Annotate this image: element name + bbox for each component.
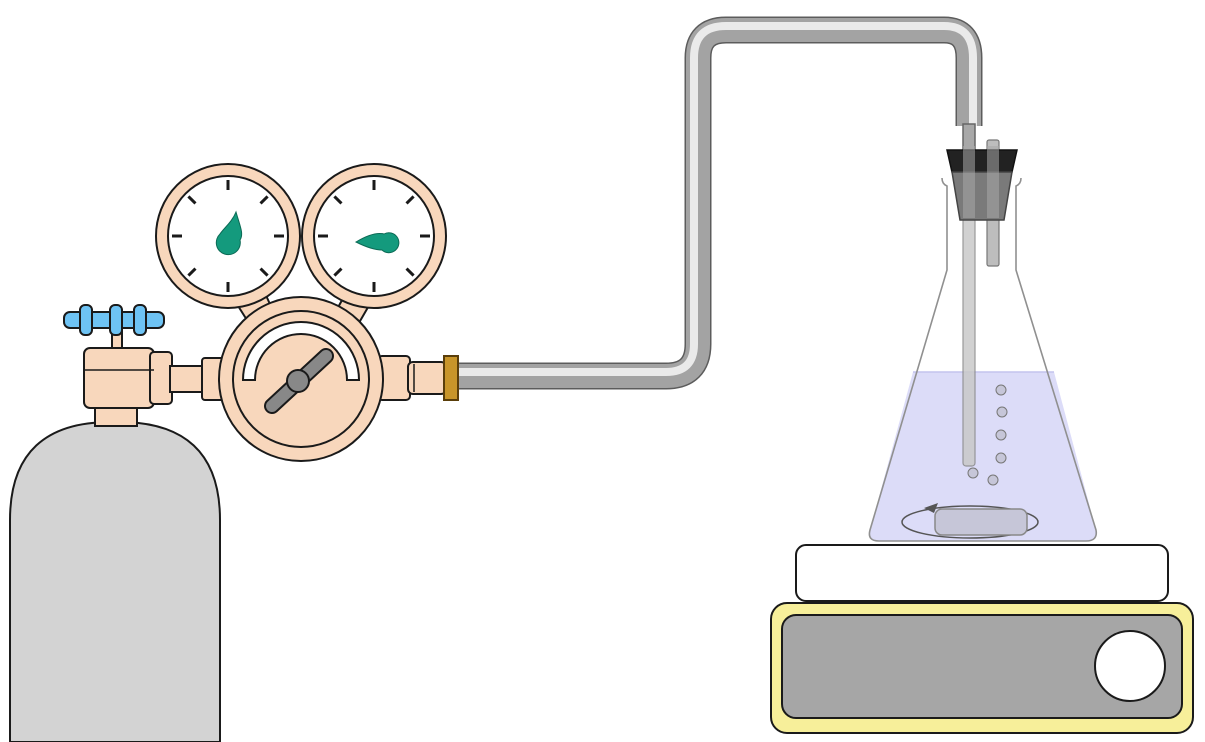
stir-bar (901, 503, 1039, 539)
gauge-tick (333, 267, 343, 277)
rubber-stopper (946, 146, 1018, 221)
gauge-tick (259, 267, 269, 277)
pressure-regulator (218, 280, 459, 462)
gauge-tick (187, 267, 197, 277)
gauge-needle-icon (215, 210, 243, 256)
gas-cylinder (9, 407, 221, 742)
gas-bubbles (967, 384, 1008, 486)
cylinder-valve (63, 304, 225, 409)
gauge-tick (405, 195, 415, 205)
erlenmeyer-flask (868, 139, 1098, 542)
gauge-needle-icon (354, 232, 400, 254)
regulator-knob-icon (264, 348, 334, 414)
rotation-arrow-icon (924, 503, 938, 513)
gauge-tick (333, 195, 343, 205)
gauge-tick (187, 195, 197, 205)
high-pressure-gauge (155, 163, 301, 309)
valve-handle-icon (63, 304, 165, 336)
gauge-tick (405, 267, 415, 277)
low-pressure-gauge (301, 163, 447, 309)
gas-tube (452, 16, 983, 390)
stirrer-knob-icon (1094, 630, 1166, 702)
gauge-tick (259, 195, 269, 205)
magnetic-stirrer (770, 544, 1194, 734)
